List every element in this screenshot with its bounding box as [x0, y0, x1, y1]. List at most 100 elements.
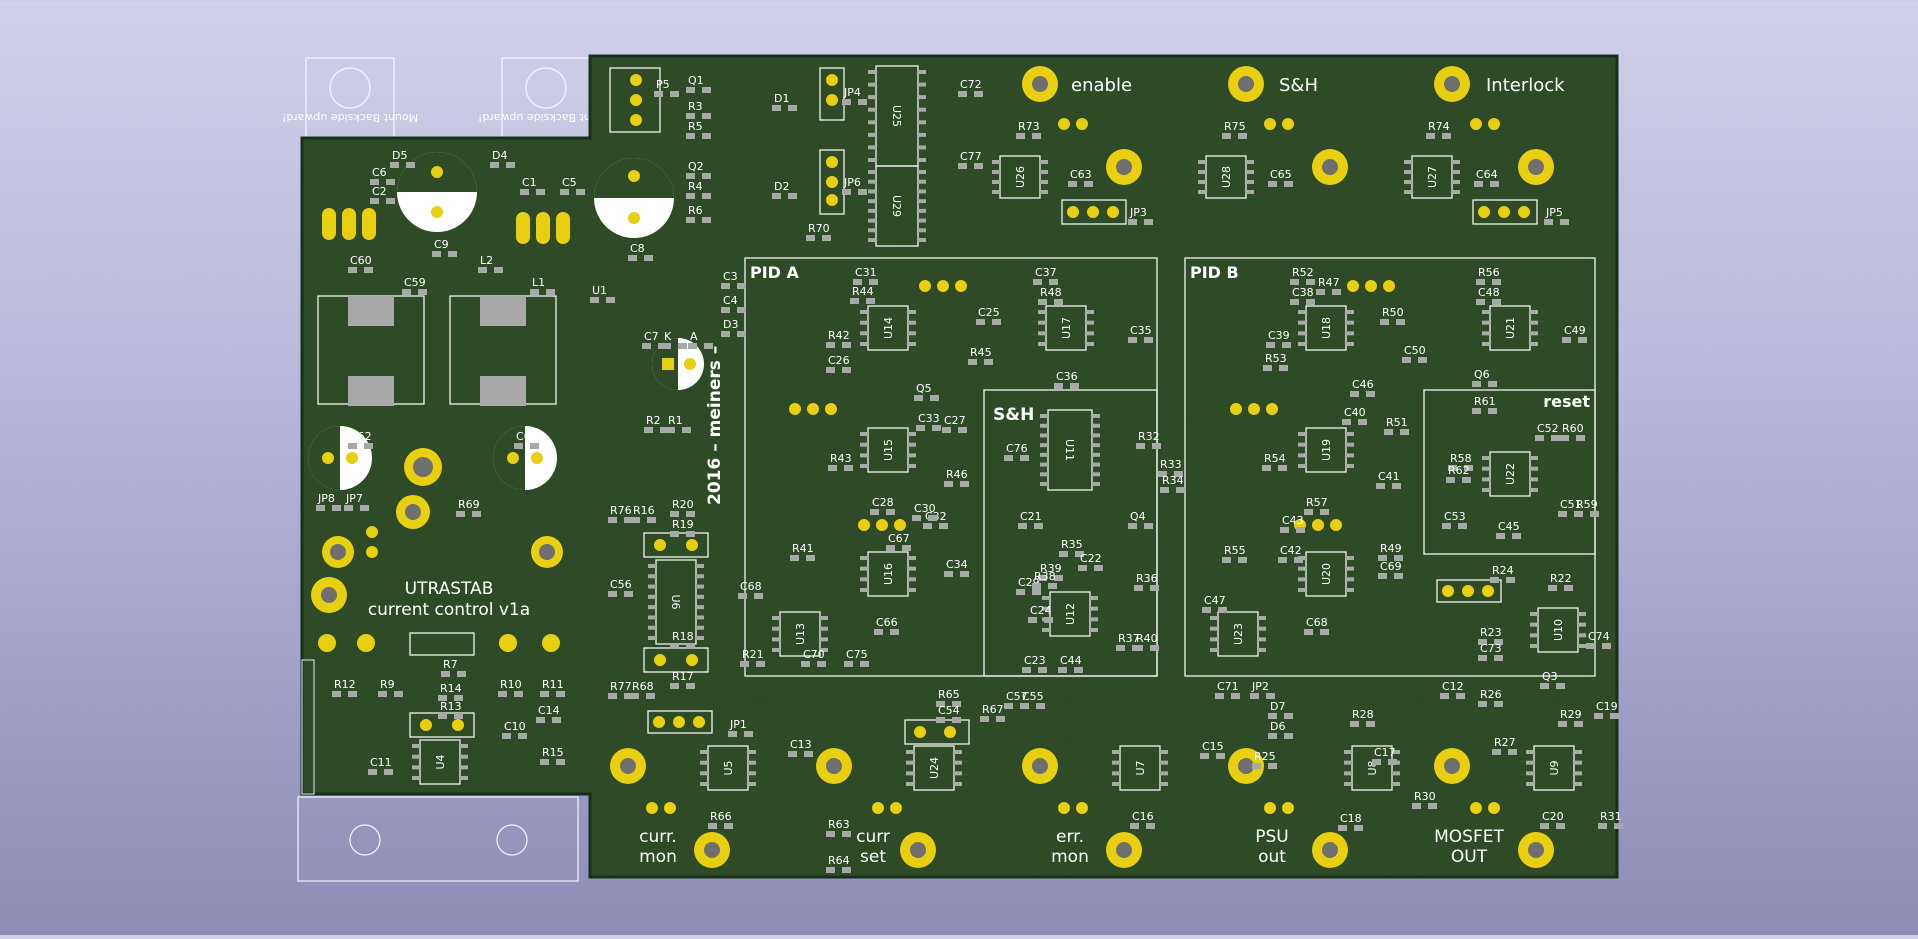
- smd-pad: [490, 162, 499, 168]
- smd-pad: [402, 289, 411, 295]
- ic-u10: U10: [1530, 607, 1586, 653]
- smd-pad: [1016, 589, 1025, 595]
- ref-c28: C28: [872, 496, 894, 509]
- smd-pad: [686, 133, 695, 139]
- smd-pad: [974, 91, 983, 97]
- smd-pad: [1396, 319, 1405, 325]
- ref-r37: R37: [1118, 632, 1140, 645]
- smd-pad: [686, 87, 695, 93]
- label-curr-set-2: set: [860, 847, 886, 867]
- ic-label-u5: U5: [722, 760, 735, 775]
- label-enable: enable: [1071, 75, 1132, 96]
- ref-c23: C23: [1024, 654, 1046, 667]
- pid-b-label: PID B: [1190, 263, 1239, 282]
- capacitor-c62: [308, 426, 372, 490]
- smd-pad: [902, 545, 911, 551]
- ref-c59: C59: [404, 276, 426, 289]
- smd-pad: [801, 661, 810, 667]
- label-curr-mon-1: curr.: [639, 827, 677, 847]
- ref-jp6: JP6: [843, 176, 861, 189]
- smd-pad: [738, 593, 747, 599]
- smd-pad: [606, 297, 615, 303]
- reset-label: reset: [1543, 392, 1590, 411]
- ref-r58: R58: [1450, 452, 1472, 465]
- smd-pad: [740, 661, 749, 667]
- label-interlock: Interlock: [1486, 75, 1565, 96]
- smd-pad: [536, 717, 545, 723]
- mount-outline-bottom: [297, 796, 579, 882]
- smd-pad: [828, 465, 837, 471]
- smd-pad: [498, 691, 507, 697]
- smd-pad: [390, 162, 399, 168]
- smd-pad: [1294, 557, 1303, 563]
- ref-c57: C57: [1006, 690, 1028, 703]
- label-err-mon-2: mon: [1051, 847, 1089, 867]
- smd-pad: [936, 701, 945, 707]
- ref-c26: C26: [828, 354, 850, 367]
- smd-pad: [996, 716, 1005, 722]
- smd-pad: [860, 661, 869, 667]
- ref-r26: R26: [1480, 688, 1502, 701]
- smd-pad: [1059, 551, 1068, 557]
- ic-label-u11: U11: [1063, 439, 1076, 461]
- smd-pad: [1392, 483, 1401, 489]
- sh-label: S&H: [993, 405, 1034, 425]
- smd-pad: [1278, 465, 1287, 471]
- ic-label-u20: U20: [1320, 563, 1333, 585]
- smd-pad: [456, 511, 465, 517]
- ic-label-u13: U13: [794, 623, 807, 645]
- ref-r30: R30: [1414, 790, 1436, 803]
- smd-pad: [974, 163, 983, 169]
- ref-r12: R12: [334, 678, 356, 691]
- ref-c62: C62: [350, 430, 372, 443]
- ref-d5: D5: [392, 149, 407, 162]
- label-mosfet-out-2: OUT: [1451, 847, 1488, 867]
- smd-pad: [958, 427, 967, 433]
- smd-pad: [952, 717, 961, 723]
- label-sh: S&H: [1279, 75, 1318, 96]
- ref-r34: R34: [1162, 474, 1184, 487]
- smd-pad: [1160, 487, 1169, 493]
- ref-r1: R1: [668, 414, 683, 427]
- ref-c74: C74: [1588, 630, 1610, 643]
- smd-pad: [1094, 565, 1103, 571]
- ref-c15: C15: [1202, 740, 1224, 753]
- smd-pad: [1231, 693, 1240, 699]
- smd-pad: [1068, 181, 1077, 187]
- smd-pad: [928, 515, 937, 521]
- smd-pad: [1018, 523, 1027, 529]
- smd-pad: [1316, 289, 1325, 295]
- mount-note-1: Mount Backside upward!: [282, 111, 418, 124]
- ref-r24: R24: [1492, 564, 1514, 577]
- ref-jp7: JP7: [345, 492, 363, 505]
- ic-u9: U9: [1526, 745, 1582, 791]
- smd-pad: [914, 395, 923, 401]
- smd-pad: [1144, 219, 1153, 225]
- smd-pad: [960, 571, 969, 577]
- smd-pad: [1136, 443, 1145, 449]
- smd-pad: [1464, 465, 1473, 471]
- pcb-board[interactable]: [300, 54, 1619, 879]
- ic-u12: U12: [1042, 591, 1098, 637]
- smd-pad: [958, 163, 967, 169]
- smd-pad: [1263, 365, 1272, 371]
- smd-pad: [826, 367, 835, 373]
- ref-c75: C75: [846, 648, 868, 661]
- smd-pad: [1032, 589, 1041, 595]
- small-pad-pairs: [318, 118, 1500, 814]
- smd-pad: [936, 717, 945, 723]
- ref-c60: C60: [350, 254, 372, 267]
- ref-c31: C31: [855, 266, 877, 279]
- ic-label-u12: U12: [1064, 603, 1077, 625]
- smd-pad: [728, 731, 737, 737]
- smd-pad: [842, 867, 851, 873]
- ref-r61: R61: [1474, 395, 1496, 408]
- smd-pad: [1598, 823, 1607, 829]
- ref-r62: R62: [1448, 464, 1470, 477]
- smd-pad: [364, 267, 373, 273]
- smd-pad: [1494, 639, 1503, 645]
- smd-pad: [721, 283, 730, 289]
- smd-pad: [822, 235, 831, 241]
